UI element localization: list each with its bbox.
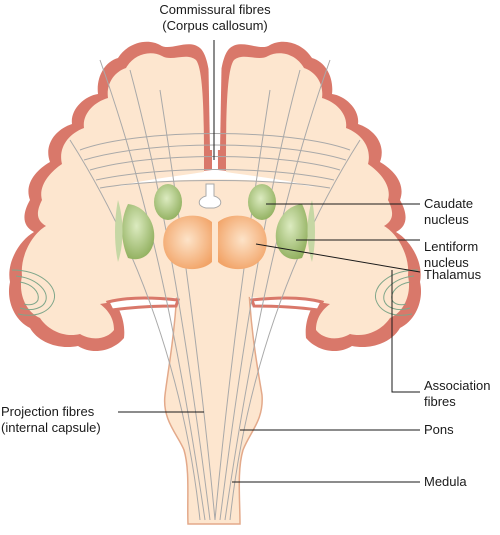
label-caudate-line1: Caudate [424,196,474,211]
label-lentiform-line1: Lentiform [424,239,479,254]
right-caudate-nucleus [248,184,276,220]
label-projection-line1: Projection fibres [1,404,95,419]
brainstem [163,269,263,525]
longitudinal-fissure [208,40,222,150]
label-projection-fibres: Projection fibres (internal capsule) [1,404,121,436]
label-association-line1: Association [424,378,491,393]
label-caudate-line2: nucleus [424,212,469,227]
right-lateral-sulcus [249,296,325,312]
left-thalamus [163,215,212,270]
label-commissural-line2: (Corpus callosum) [162,18,268,33]
label-projection-line2: (internal capsule) [1,420,101,435]
label-pons: Pons [424,422,484,438]
label-lentiform-line2: nucleus [424,255,469,270]
label-association-fibres: Association fibres [424,378,498,410]
leader-lines [118,40,421,483]
right-lentiform-nucleus [275,204,308,260]
right-claustrum [307,200,315,262]
label-association-line2: fibres [424,394,456,409]
projection-fibres [69,59,361,521]
left-lentiform-nucleus [122,204,155,260]
label-thalamus-text: Thalamus [424,267,482,282]
leader-association [391,270,420,393]
label-commissural-fibres: Commissural fibres (Corpus callosum) [130,2,300,34]
left-lateral-sulcus [105,296,181,312]
label-caudate-nucleus: Caudate nucleus [424,196,498,228]
label-medula-text: Medula [424,474,467,489]
label-lentiform-nucleus: Lentiform nucleus [424,239,498,271]
ventricle [198,183,222,209]
leader-thalamus [255,243,421,273]
commissural-fibres [79,133,351,189]
label-commissural-line1: Commissural fibres [159,2,271,17]
right-thalamus [218,215,267,270]
left-claustrum [115,200,123,262]
left-association-fibres [11,269,56,316]
left-caudate-nucleus [154,184,182,220]
label-thalamus: Thalamus [424,267,498,283]
label-medula: Medula [424,474,484,490]
label-pons-text: Pons [424,422,454,437]
